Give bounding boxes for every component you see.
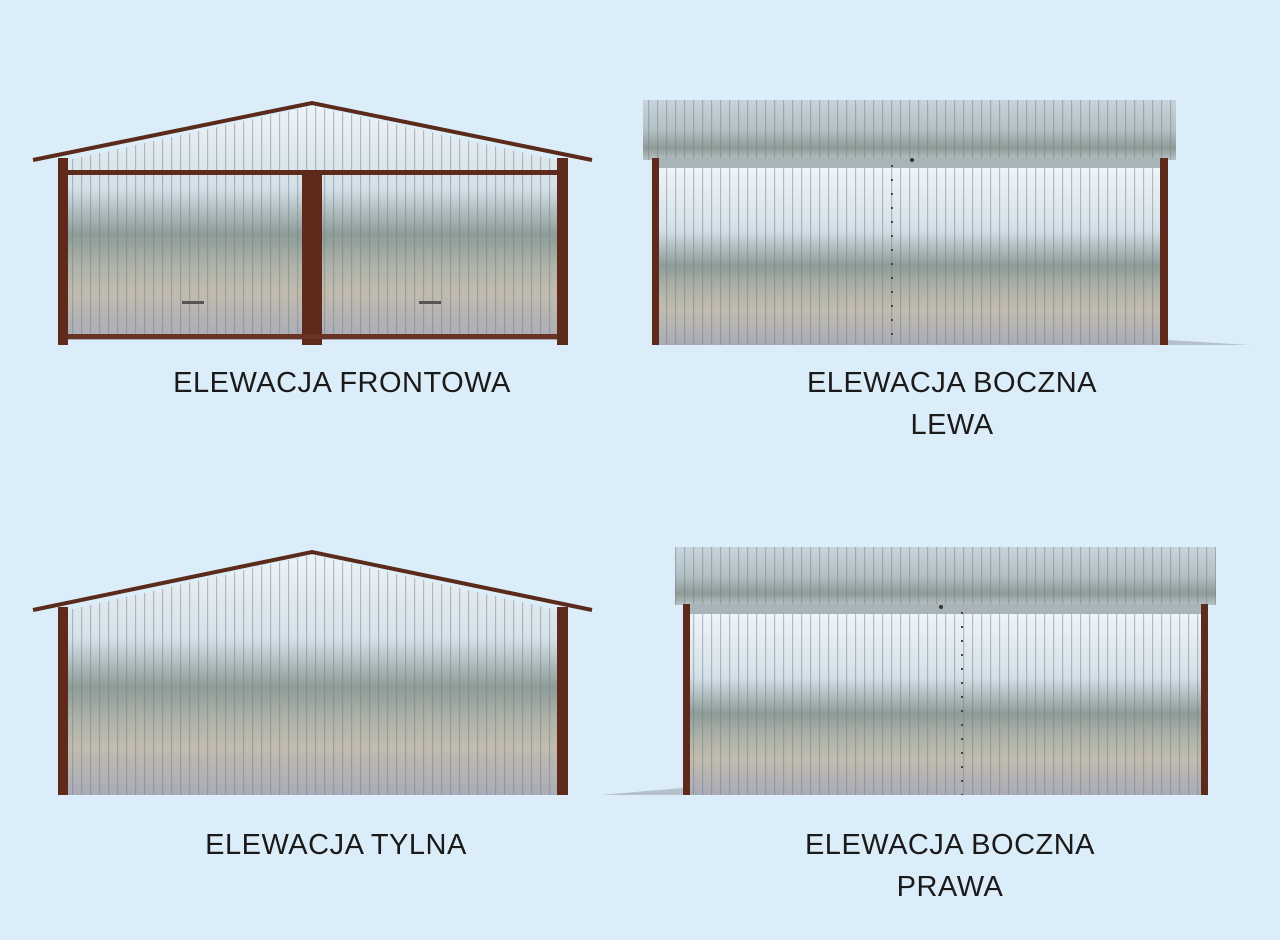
right-post-a [683,604,690,795]
right-subtitle: PRAWA [896,871,1004,903]
front-elevation-label: ELEWACJA FRONTOWA [92,362,592,404]
door-handle-left [182,301,204,304]
left-subtitle: LEWA [910,409,994,441]
right-title: ELEWACJA BOCZNA [804,829,1096,861]
left-side-elevation [643,100,1250,345]
right-elevation-label: ELEWACJA BOCZNA PRAWA [700,824,1200,908]
front-elevation [32,100,593,345]
rear-elevation [32,549,593,795]
rear-roof-line [32,549,593,612]
right-side-elevation [600,547,1216,795]
front-right-post [557,158,568,345]
rear-left-post [58,607,68,795]
rear-title: ELEWACJA TYLNA [205,829,467,861]
left-title: ELEWACJA BOCZNA [806,367,1098,399]
front-sill [68,334,557,339]
front-title: ELEWACJA FRONTOWA [173,367,511,399]
right-post-b [1201,604,1208,795]
left-elevation-label: ELEWACJA BOCZNA LEWA [702,362,1202,446]
door-handle-right [419,301,441,304]
rear-elevation-label: ELEWACJA TYLNA [86,824,586,866]
front-left-post [58,158,68,345]
left-post-a [652,158,659,345]
rear-right-post [557,607,568,795]
left-post-b [1160,158,1168,345]
front-center-post [302,172,322,345]
front-roof-line [32,100,593,162]
